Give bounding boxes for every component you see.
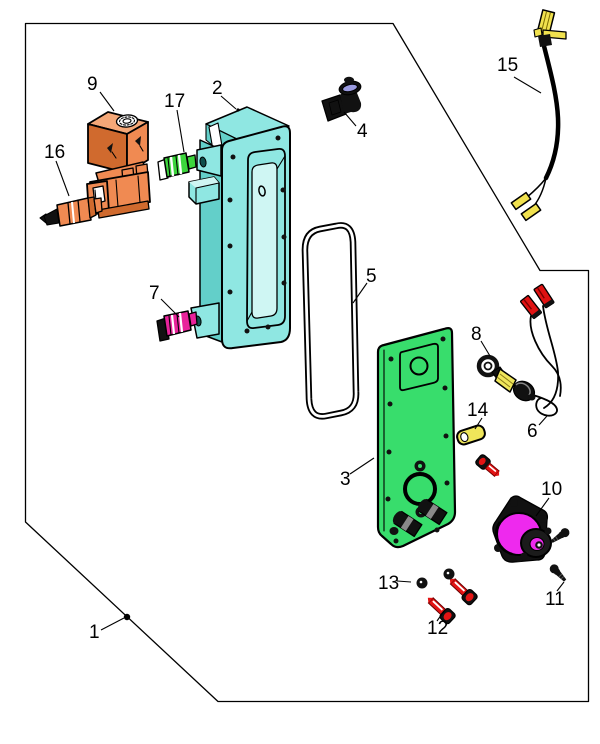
callout-9[interactable]: 9 xyxy=(87,74,98,95)
callouts: 1 2 3 4 5 6 7 8 9 10 11 12 13 14 15 16 1… xyxy=(44,55,565,643)
callout-8[interactable]: 8 xyxy=(471,324,482,345)
part-15-wiring-harness xyxy=(510,9,567,222)
part-9-solenoid-valve xyxy=(86,111,151,219)
part-10-solenoid xyxy=(492,495,552,563)
callout-4[interactable]: 4 xyxy=(357,121,368,142)
part-6-sensor xyxy=(491,283,562,417)
callout-10[interactable]: 10 xyxy=(541,479,562,500)
callout-11[interactable]: 11 xyxy=(545,589,565,610)
callout-7[interactable]: 7 xyxy=(149,283,160,304)
callout-14[interactable]: 14 xyxy=(467,400,489,421)
callout-2[interactable]: 2 xyxy=(212,78,223,99)
part-8-washer xyxy=(476,354,500,378)
part-4-elbow-fitting xyxy=(321,76,362,122)
callout-5[interactable]: 5 xyxy=(366,266,377,287)
frame-callout-dot xyxy=(123,613,131,621)
part-5-gasket xyxy=(301,222,360,420)
red-screw-upper xyxy=(475,454,500,477)
callout-12[interactable]: 12 xyxy=(427,618,448,639)
part-16-fitting xyxy=(39,196,103,227)
part-12-screws xyxy=(427,578,478,625)
callout-6[interactable]: 6 xyxy=(527,421,538,442)
plate-hose-fittings xyxy=(389,498,448,538)
bolt-holes xyxy=(227,135,287,334)
callout-3[interactable]: 3 xyxy=(340,469,351,490)
plate-bolt-holes xyxy=(385,336,450,544)
part-11-screws xyxy=(549,528,570,582)
part-2-housing xyxy=(188,106,291,350)
part-13-nuts xyxy=(416,568,455,589)
callout-17[interactable]: 17 xyxy=(164,91,185,112)
callout-15[interactable]: 15 xyxy=(497,55,518,76)
callout-1[interactable]: 1 xyxy=(89,622,100,643)
frame-border xyxy=(24,22,590,703)
leader-lines xyxy=(55,76,565,631)
part-14-link xyxy=(456,424,486,446)
callout-16[interactable]: 16 xyxy=(44,142,65,163)
part-17-fitting xyxy=(157,152,197,181)
callout-13[interactable]: 13 xyxy=(378,573,399,594)
part-3-plate xyxy=(376,327,457,549)
part-7-fitting xyxy=(156,310,198,342)
